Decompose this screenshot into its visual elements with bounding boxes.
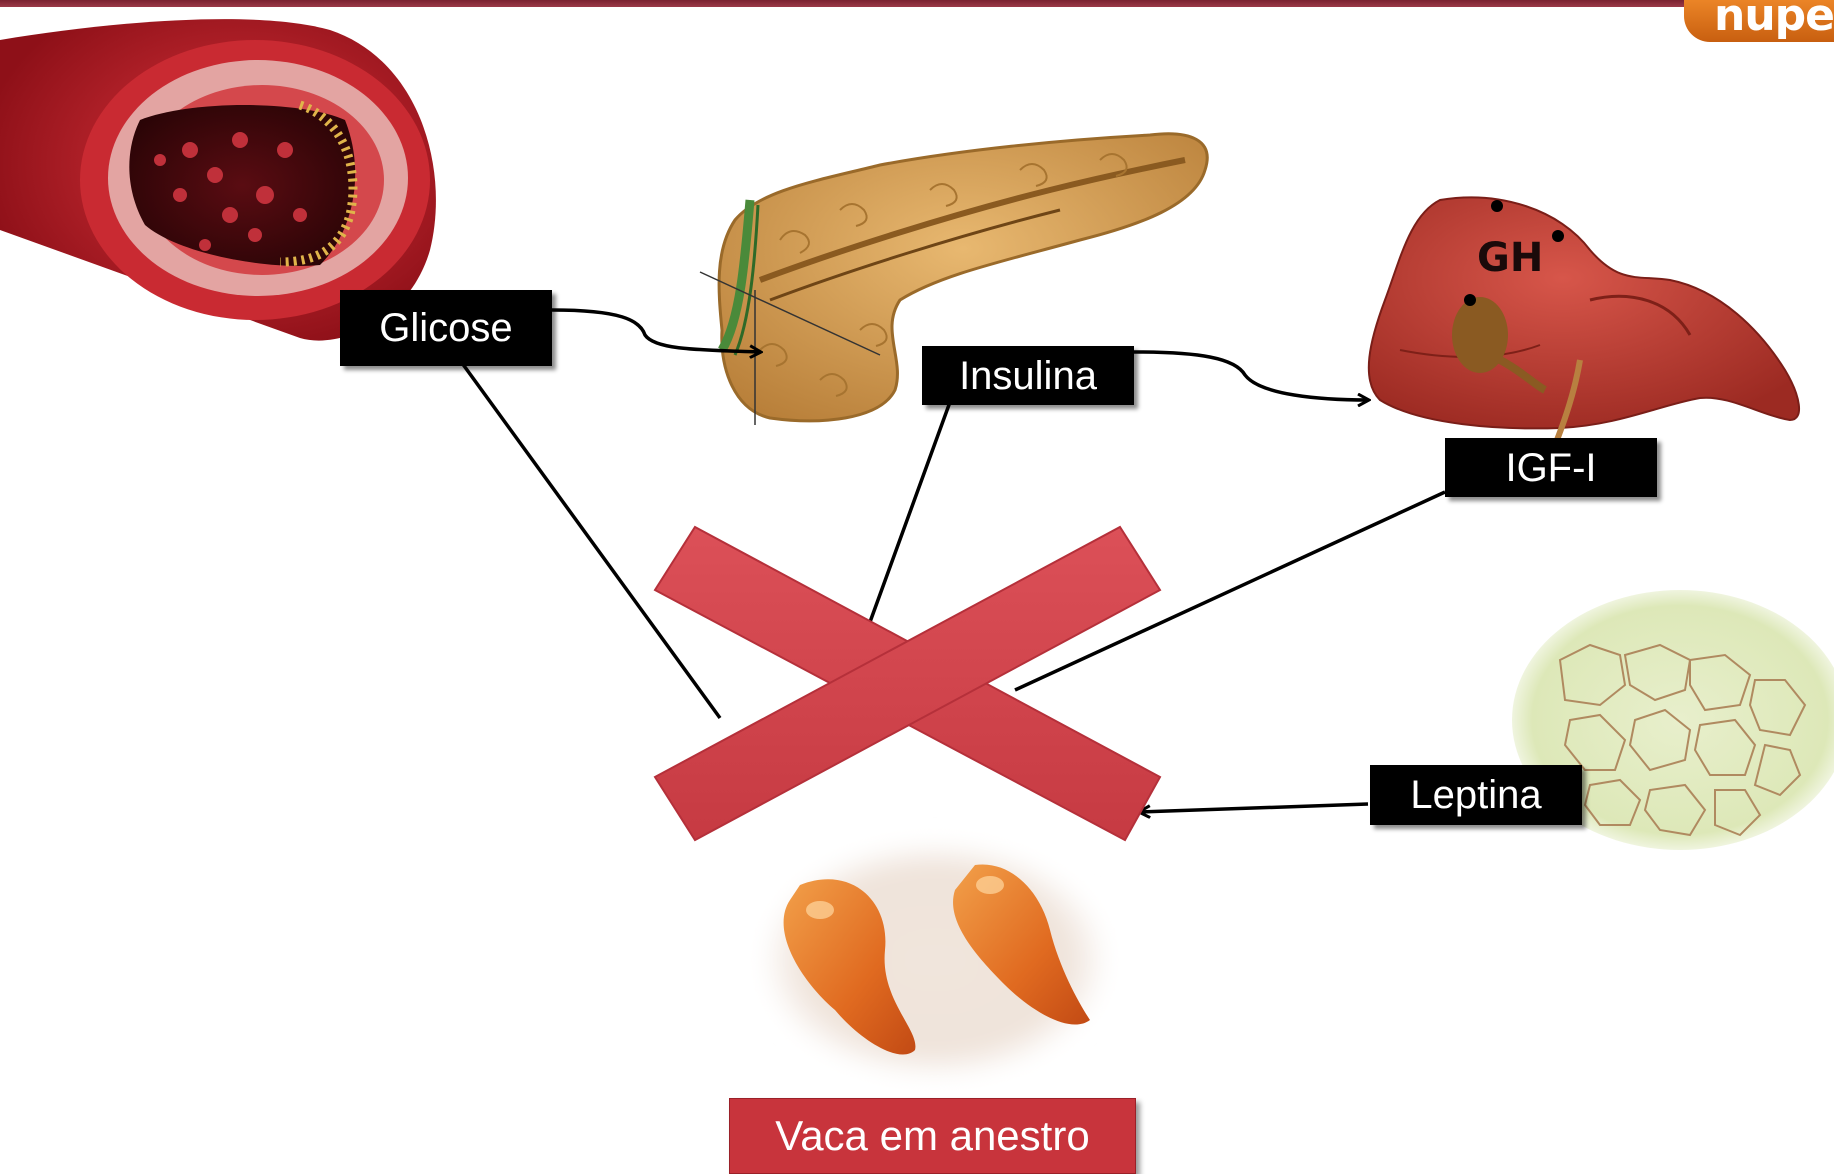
line-insulina-to-center: [870, 402, 950, 622]
arrow-insulina-to-liver: [1133, 352, 1368, 400]
liver-image: [1369, 197, 1799, 445]
line-glicose-to-center: [462, 363, 720, 718]
top-bar: [0, 0, 1834, 7]
cross-mark: [655, 527, 1160, 840]
label-igf: IGF-I: [1445, 438, 1657, 497]
label-glicose: Glicose: [340, 290, 552, 366]
arrow-leptina-to-center: [1140, 804, 1368, 812]
ovaries-image: [760, 840, 1110, 1080]
nupee-logo: nupee: [1684, 0, 1834, 42]
label-insulina: Insulina: [922, 346, 1134, 405]
status-label: Vaca em anestro: [729, 1098, 1136, 1174]
label-leptina: Leptina: [1370, 765, 1582, 825]
label-gh: GH: [1477, 235, 1543, 281]
